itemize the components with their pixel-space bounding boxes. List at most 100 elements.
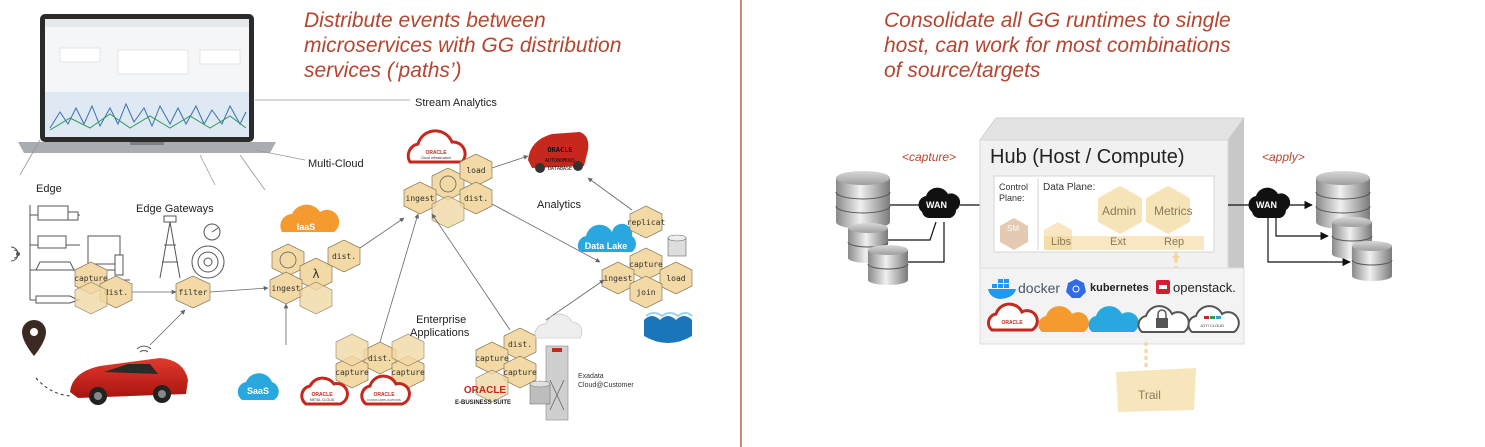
svg-text:E-BUSINESS SUITE: E-BUSINESS SUITE — [455, 400, 511, 406]
svg-text:ingest: ingest — [272, 284, 301, 293]
data-lake-cloud: Data Lake — [577, 223, 636, 252]
control-plane-line-1: Control — [999, 182, 1029, 192]
blue-cloud-logo — [1088, 306, 1139, 332]
ebs-hex-group: dist. capture capture — [475, 327, 537, 403]
docker-label: docker — [1018, 280, 1061, 296]
right-title: Consolidate all GG runtimes to single ho… — [884, 8, 1231, 83]
oracle-metal-cloud: ORACLE METAL CLOUD — [300, 376, 349, 406]
svg-text:capture: capture — [475, 354, 509, 363]
iaas-hex-group: λ dist. ingest — [269, 239, 361, 315]
exadata-rack — [529, 313, 583, 421]
svg-text:capture: capture — [74, 274, 108, 283]
hex-sm — [1000, 218, 1028, 250]
svg-text:join: join — [636, 288, 655, 297]
hex-dist-iaas: dist. — [327, 239, 361, 273]
label-enterprise-line-1: Enterprise — [416, 314, 467, 326]
enterprise-hex-group: dist. capture capture — [335, 333, 425, 389]
svg-text:JOYI CLOUD: JOYI CLOUD — [1200, 323, 1224, 328]
oracle-ebs-logo: ORACLE E-BUSINESS SUITE — [455, 385, 511, 406]
capture-label: <capture> — [902, 150, 957, 164]
hex-blank-ent-1 — [335, 333, 369, 367]
label-exadata-line-1: Exadata — [578, 373, 604, 380]
oracle-cloud-logo: ORACLE — [987, 302, 1039, 332]
svg-text:load: load — [466, 166, 485, 175]
hex-load-oci: load — [459, 153, 493, 187]
svg-text:capture: capture — [629, 260, 663, 269]
label-edge: Edge — [36, 183, 62, 195]
right-title-line-2: host, can work for most combinations — [884, 34, 1231, 57]
svg-text:Data Lake: Data Lake — [585, 241, 628, 251]
car-icon — [70, 358, 188, 405]
saas-cloud: SaaS — [237, 373, 279, 400]
label-exadata-line-2: Cloud@Customer — [578, 382, 634, 389]
database-icon-src-2 — [847, 223, 889, 263]
svg-text:load: load — [666, 274, 685, 283]
hex-blank-oci — [431, 195, 465, 229]
hex-stream-processor-iaas — [271, 243, 305, 277]
hex-join: join — [629, 275, 663, 309]
hex-stream-processor-oci — [431, 167, 465, 201]
svg-text:dist.: dist. — [104, 288, 128, 297]
laptop-dashboard — [18, 14, 276, 153]
iaas-cloud: IaaS — [280, 204, 340, 232]
left-title: Distribute events between microservices … — [304, 8, 621, 83]
svg-text:ingest: ingest — [406, 194, 435, 203]
svg-text:ORACLE: ORACLE — [464, 385, 507, 396]
gateway-tower — [159, 215, 225, 279]
label-analytics: Analytics — [537, 199, 582, 211]
label-multi-cloud: Multi-Cloud — [308, 158, 364, 170]
left-title-line-1: Distribute events between — [304, 9, 546, 32]
svg-text:capture: capture — [391, 368, 425, 377]
svg-text:ingest: ingest — [604, 274, 633, 283]
svg-text:DATABASE: DATABASE — [548, 166, 572, 172]
svg-text:dist.: dist. — [464, 194, 488, 203]
database-icon-tgt-3 — [1351, 241, 1393, 281]
wan-right-label: WAN — [1256, 200, 1277, 210]
label-enterprise-applications: Enterprise Applications — [410, 314, 469, 340]
svg-text:IaaS: IaaS — [297, 222, 316, 232]
hex-dist-oci: dist. — [459, 181, 493, 215]
svg-text:capture: capture — [335, 368, 369, 377]
left-diagram: capture dist. filter IaaS λ dist. ingest… — [10, 14, 693, 421]
svg-text:λ: λ — [312, 267, 319, 281]
svg-text:ORACLE: ORACLE — [1001, 320, 1023, 326]
hex-load-lake: load — [659, 261, 693, 295]
hex-blank-ent-2 — [391, 333, 425, 367]
left-title-line-3: services (‘paths’) — [304, 59, 462, 82]
source-database-stack — [835, 171, 909, 285]
car-signal-icon — [136, 345, 152, 353]
hex-blank-edge — [74, 281, 108, 315]
svg-text:ORACLE: ORACLE — [311, 392, 333, 398]
database-icon-src-3 — [867, 245, 909, 285]
svg-text:ORACLE: ORACLE — [373, 392, 395, 398]
admin-label: Admin — [1102, 204, 1137, 218]
control-plane-line-2: Plane: — [999, 193, 1025, 203]
wan-left-label: WAN — [926, 200, 947, 210]
svg-text:dist.: dist. — [508, 340, 532, 349]
oracle-fusion-cloud: ORACLE FUSION APPLICATIONS — [360, 374, 411, 406]
left-title-line-2: microservices with GG distribution — [304, 34, 622, 57]
svg-text:AUTONOMOUS: AUTONOMOUS — [545, 158, 575, 164]
hex-filter: filter — [175, 275, 211, 309]
orange-cloud-logo — [1038, 306, 1089, 332]
metrics-label: Metrics — [1154, 204, 1193, 218]
libs-label: Libs — [1051, 236, 1072, 248]
autonomous-database-logo: ORACLE AUTONOMOUS DATABASE — [528, 132, 589, 173]
svg-text:Cloud Infrastructure: Cloud Infrastructure — [421, 156, 452, 160]
datalake-db-icon — [667, 234, 687, 257]
svg-text:ORACLE: ORACLE — [547, 146, 572, 154]
edge-hex-group: capture dist. filter — [74, 261, 211, 315]
svg-text:replicat: replicat — [627, 218, 666, 227]
hex-ingest-oci: ingest — [403, 181, 437, 215]
hex-replicat: replicat — [627, 205, 666, 239]
openstack-icon — [1156, 280, 1170, 294]
rep-label: Rep — [1164, 236, 1185, 248]
database-icon-src-1 — [835, 171, 891, 229]
label-exadata: Exadata Cloud@Customer — [578, 372, 634, 390]
apply-label: <apply> — [1262, 150, 1305, 164]
oracle-cloud-infrastructure: ORACLE Cloud Infrastructure — [406, 129, 467, 164]
private-cloud-lock-logo — [1137, 305, 1190, 333]
svg-text:capture: capture — [503, 368, 537, 377]
openstack-label: openstack. — [1173, 280, 1236, 295]
svg-text:ORACLE: ORACLE — [425, 150, 447, 156]
